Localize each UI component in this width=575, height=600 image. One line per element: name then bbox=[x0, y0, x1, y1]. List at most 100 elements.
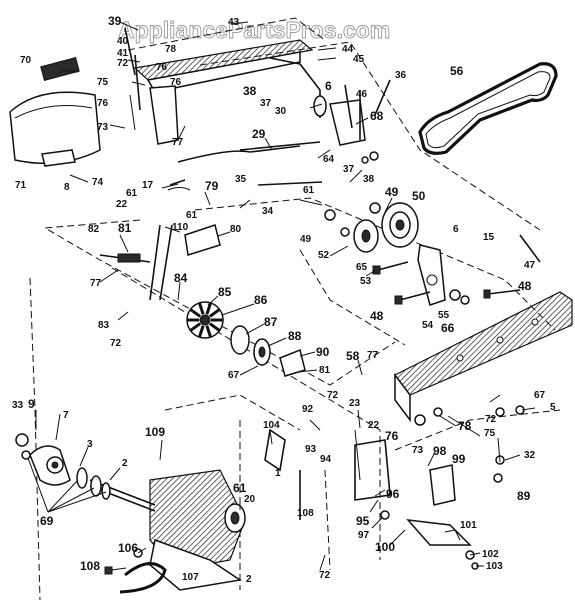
fan-blade bbox=[205, 325, 212, 338]
callout-label: 34 bbox=[262, 206, 274, 217]
callout-label: 75 bbox=[97, 77, 109, 88]
callout-label: 2 bbox=[122, 458, 128, 469]
callout-label: 76 bbox=[156, 62, 168, 73]
callout-label: 108 bbox=[297, 508, 314, 519]
callout-label: 61 bbox=[233, 481, 247, 495]
callout-label: 22 bbox=[116, 199, 128, 210]
callout-label: 65 bbox=[356, 262, 368, 273]
callout-label: 97 bbox=[358, 530, 370, 541]
callout-label: 79 bbox=[205, 179, 219, 193]
callout-label: 76 bbox=[385, 429, 399, 443]
callout-label: 2 bbox=[246, 574, 252, 585]
fan-blade bbox=[189, 308, 202, 318]
transaxle-housing bbox=[15, 433, 246, 591]
callout-label: 95 bbox=[356, 514, 370, 528]
callout-label: 68 bbox=[370, 109, 384, 123]
callout-label: 87 bbox=[264, 315, 278, 329]
callout-label: 72 bbox=[327, 390, 339, 401]
callout-label: 88 bbox=[288, 329, 302, 343]
callout-label: 38 bbox=[243, 84, 257, 98]
callout-labels: 39 40 41 43 44 45 70 72 75 78 76 76 76 7… bbox=[12, 14, 556, 585]
dashed-assembly-frames bbox=[29, 17, 561, 600]
callout-label: 70 bbox=[20, 55, 32, 66]
callout-label: 8 bbox=[64, 182, 70, 193]
callout-label: 96 bbox=[386, 487, 400, 501]
callout-label: 81 bbox=[118, 221, 132, 235]
callout-label: 44 bbox=[342, 44, 354, 55]
callout-label: 52 bbox=[318, 250, 330, 261]
callout-label: 64 bbox=[323, 154, 335, 165]
watermark-text: AppliancePartsPros.com bbox=[118, 17, 390, 43]
fan-blade bbox=[189, 322, 202, 332]
callout-label: 76 bbox=[170, 77, 182, 88]
callout-label: 103 bbox=[486, 561, 503, 572]
callout-label: 5 bbox=[550, 402, 556, 413]
callout-label: 67 bbox=[534, 390, 546, 401]
callout-label: 74 bbox=[92, 177, 104, 188]
callout-label: 54 bbox=[422, 320, 434, 331]
callout-label: 6 bbox=[325, 79, 332, 93]
fan-blade bbox=[208, 322, 221, 332]
callout-label: 77 bbox=[367, 350, 379, 361]
callout-label: 72 bbox=[117, 58, 129, 69]
callout-label: 93 bbox=[305, 444, 317, 455]
callout-label: 104 bbox=[263, 420, 280, 431]
hardware-bolts-right bbox=[372, 261, 521, 305]
drive-belt bbox=[418, 62, 558, 155]
callout-label: 99 bbox=[452, 452, 466, 466]
callout-label: 106 bbox=[118, 541, 138, 555]
callout-label: 48 bbox=[370, 309, 384, 323]
callout-label: 84 bbox=[174, 271, 188, 285]
callout-label: 56 bbox=[450, 64, 464, 78]
callout-label: 50 bbox=[412, 189, 426, 203]
callout-label: 30 bbox=[275, 106, 287, 117]
callout-label: 47 bbox=[524, 260, 536, 271]
callout-label: 40 bbox=[117, 36, 129, 47]
callout-label: 90 bbox=[316, 345, 330, 359]
callout-label: 110 bbox=[172, 222, 189, 233]
callout-label: 49 bbox=[385, 185, 399, 199]
callout-label: 1 bbox=[275, 468, 281, 479]
callout-label: 43 bbox=[228, 17, 240, 28]
callout-label: 92 bbox=[302, 404, 314, 415]
callout-label: 7 bbox=[63, 410, 69, 421]
callout-label: 23 bbox=[349, 398, 361, 409]
seat-pan bbox=[9, 56, 101, 167]
callout-label: 78 bbox=[458, 419, 472, 433]
fan-blade bbox=[198, 325, 205, 338]
brake-linkage bbox=[264, 405, 525, 570]
callout-label: 32 bbox=[524, 450, 536, 461]
callout-label: 55 bbox=[438, 310, 450, 321]
callout-label: 37 bbox=[260, 98, 272, 109]
callout-label: 89 bbox=[517, 489, 531, 503]
callout-label: 82 bbox=[88, 224, 100, 235]
callout-label: 98 bbox=[433, 444, 447, 458]
callout-label: 73 bbox=[97, 122, 109, 133]
callout-label: 53 bbox=[360, 276, 372, 287]
callout-label: 78 bbox=[165, 44, 177, 55]
callout-label: 36 bbox=[395, 70, 407, 81]
cooling-fan bbox=[186, 301, 306, 377]
callout-label: 109 bbox=[145, 425, 165, 439]
callout-label: 61 bbox=[186, 210, 198, 221]
shift-lever-assembly bbox=[239, 57, 391, 186]
lift-lever bbox=[99, 224, 221, 301]
callout-label: 80 bbox=[230, 224, 242, 235]
callout-label: 71 bbox=[15, 180, 27, 191]
callout-label: 39 bbox=[108, 14, 122, 28]
callout-label: 69 bbox=[40, 514, 54, 528]
callout-label: 58 bbox=[346, 349, 360, 363]
callout-label: 9 bbox=[28, 397, 35, 411]
callout-label: 66 bbox=[441, 321, 455, 335]
callout-label: 49 bbox=[300, 234, 312, 245]
callout-label: 72 bbox=[319, 570, 331, 581]
callout-label: 45 bbox=[353, 54, 365, 65]
callout-label: 77 bbox=[90, 278, 102, 289]
callout-label: 67 bbox=[228, 370, 240, 381]
callout-label: 77 bbox=[172, 137, 184, 148]
callout-label: 76 bbox=[97, 98, 109, 109]
callout-label: 35 bbox=[235, 174, 247, 185]
leader-lines bbox=[27, 21, 536, 571]
